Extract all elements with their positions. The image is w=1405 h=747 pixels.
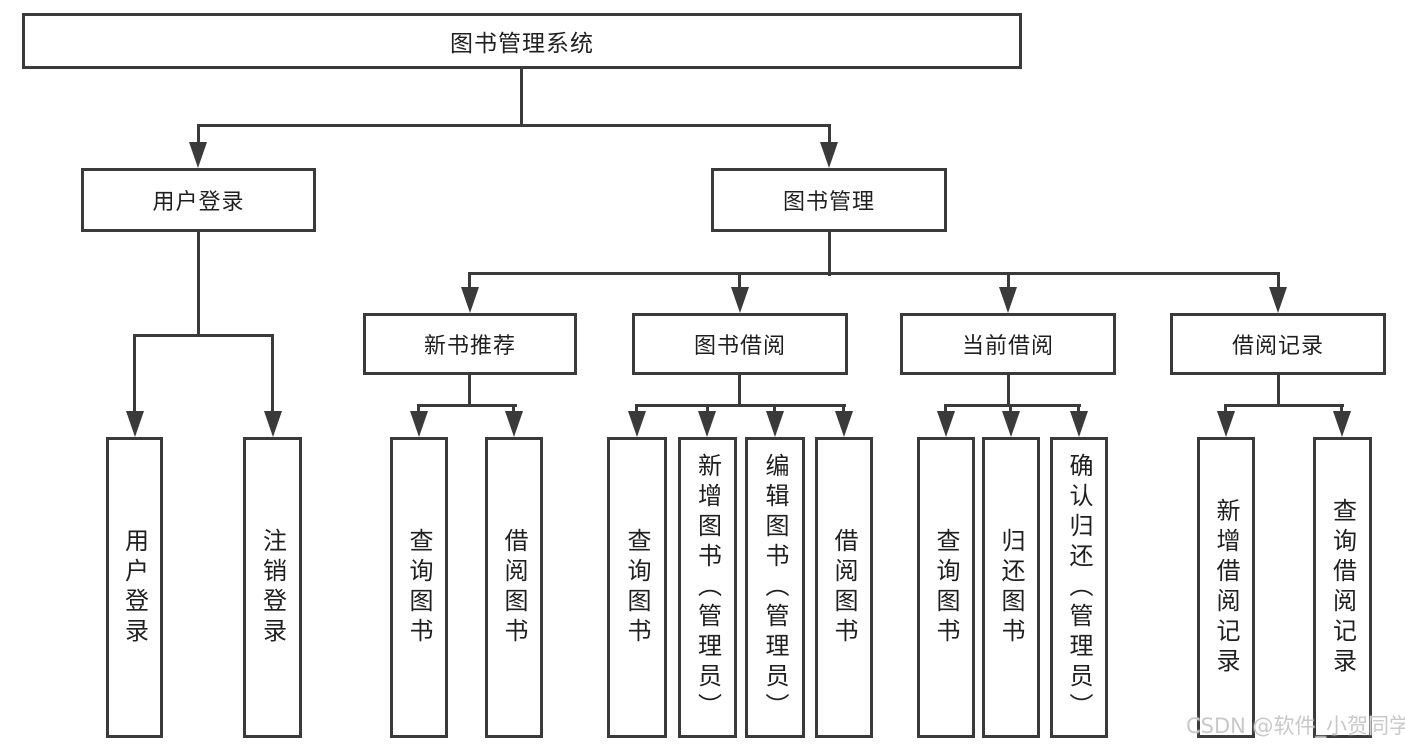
leaf-add-books-admin: 新增图书（管理员） xyxy=(678,437,737,738)
leaf-label: 查询图书 xyxy=(405,527,433,648)
leaf-query-borrow-record: 查询借阅记录 xyxy=(1313,437,1372,738)
connector-drop-query-current xyxy=(944,404,947,414)
arrowhead-query-current xyxy=(937,411,955,437)
arrowhead-leaf-user-login xyxy=(126,411,144,437)
node-label: 图书管理 xyxy=(782,190,875,215)
connector-drop-records xyxy=(1277,272,1280,291)
node-borrowing-records: 借阅记录 xyxy=(1170,313,1386,375)
connector-drop-recommend xyxy=(468,272,471,291)
connector-drop-query-record xyxy=(1340,404,1343,414)
leaf-borrow-books-recommend: 借阅图书 xyxy=(485,437,543,738)
leaf-edit-books-admin: 编辑图书（管理员） xyxy=(745,437,805,738)
connector-drop-return-books xyxy=(1009,404,1012,414)
node-book-borrowing: 图书借阅 xyxy=(632,313,848,375)
leaf-label: 编辑图书（管理员） xyxy=(761,452,789,723)
connector-records-trunk xyxy=(1277,372,1280,407)
connector-drop-leaf-logout xyxy=(271,334,274,414)
arrowhead-query-recommend xyxy=(410,411,428,437)
connector-current-trunk xyxy=(1007,372,1010,407)
arrowhead-query-record xyxy=(1333,411,1351,437)
arrowhead-confirm-return xyxy=(1070,411,1088,437)
arrowhead-book-management xyxy=(820,142,838,168)
arrowhead-add-books xyxy=(698,411,716,437)
leaf-logout: 注销登录 xyxy=(243,437,302,738)
arrowhead-borrow-books xyxy=(835,411,853,437)
node-label: 用户登录 xyxy=(152,190,245,215)
connector-recommend-crossbar xyxy=(417,404,517,407)
leaf-user-login: 用户登录 xyxy=(106,437,163,738)
connector-drop-borrow-books xyxy=(842,404,845,414)
leaf-confirm-return-admin: 确认归还（管理员） xyxy=(1050,437,1108,738)
leaf-query-books-borrow: 查询图书 xyxy=(607,437,667,738)
leaf-add-borrow-record: 新增借阅记录 xyxy=(1197,437,1255,738)
arrowhead-edit-books xyxy=(766,411,784,437)
node-label: 借阅记录 xyxy=(1231,334,1324,359)
leaf-return-books: 归还图书 xyxy=(982,437,1040,738)
connector-drop-leaf-user-login xyxy=(133,334,136,414)
connector-records-crossbar xyxy=(1224,404,1344,407)
connector-root-trunk xyxy=(520,66,523,127)
connector-book-mgmt-trunk xyxy=(828,229,831,276)
leaf-label: 查询借阅记录 xyxy=(1328,497,1357,678)
connector-drop-query-borrow xyxy=(635,404,638,414)
node-label: 图书借阅 xyxy=(693,334,786,359)
connector-user-login-trunk xyxy=(197,229,200,337)
leaf-query-books-current: 查询图书 xyxy=(917,437,975,738)
arrowhead-borrow-recommend xyxy=(505,411,523,437)
leaf-query-books-recommend: 查询图书 xyxy=(390,437,448,738)
connector-drop-edit-books xyxy=(773,404,776,414)
leaf-label: 借阅图书 xyxy=(830,527,858,648)
node-current-borrowing: 当前借阅 xyxy=(900,313,1116,375)
connector-recommend-trunk xyxy=(468,372,471,407)
arrowhead-records xyxy=(1269,287,1287,313)
connector-drop-current xyxy=(1007,272,1010,291)
csdn-watermark: CSDN @软件_小贺同学 xyxy=(1186,714,1405,738)
connector-drop-borrowing xyxy=(738,272,741,291)
arrowhead-return-books xyxy=(1002,411,1020,437)
node-label: 新书推荐 xyxy=(423,334,516,359)
node-user-login: 用户登录 xyxy=(81,168,316,232)
connector-borrowing-crossbar xyxy=(635,404,846,407)
connector-book-mgmt-crossbar xyxy=(469,272,1280,275)
connector-drop-user-login xyxy=(197,124,200,150)
connector-root-crossbar xyxy=(197,124,831,127)
arrowhead-current xyxy=(999,287,1017,313)
node-book-management: 图书管理 xyxy=(711,168,947,232)
arrowhead-borrowing xyxy=(731,287,749,313)
connector-drop-query-recommend xyxy=(417,404,420,414)
leaf-label: 查询图书 xyxy=(932,527,960,648)
connector-user-login-crossbar xyxy=(133,334,274,337)
arrowhead-query-borrow xyxy=(628,411,646,437)
leaf-borrow-books: 借阅图书 xyxy=(815,437,873,738)
connector-drop-book-management xyxy=(828,124,831,150)
node-label: 图书管理系统 xyxy=(450,31,594,57)
node-new-book-recommendation: 新书推荐 xyxy=(363,313,577,375)
connector-drop-add-record xyxy=(1224,404,1227,414)
leaf-label: 用户登录 xyxy=(120,527,149,648)
arrowhead-user-login xyxy=(189,142,207,168)
connector-drop-confirm-return xyxy=(1077,404,1080,414)
leaf-label: 借阅图书 xyxy=(500,527,528,648)
leaf-label: 新增图书（管理员） xyxy=(693,452,722,723)
arrowhead-leaf-logout xyxy=(264,411,282,437)
leaf-label: 新增借阅记录 xyxy=(1212,497,1240,678)
leaf-label: 注销登录 xyxy=(258,527,287,648)
arrowhead-add-record xyxy=(1217,411,1235,437)
node-label: 当前借阅 xyxy=(961,334,1054,359)
leaf-label: 确认归还（管理员） xyxy=(1065,452,1093,723)
leaf-label: 查询图书 xyxy=(623,527,651,648)
connector-drop-borrow-recommend xyxy=(512,404,515,414)
connector-drop-add-books xyxy=(706,404,709,414)
node-library-management-system: 图书管理系统 xyxy=(22,13,1022,69)
leaf-label: 归还图书 xyxy=(997,527,1025,648)
connector-borrowing-trunk xyxy=(738,372,741,407)
arrowhead-recommend xyxy=(461,287,479,313)
connector-current-crossbar xyxy=(944,404,1081,407)
